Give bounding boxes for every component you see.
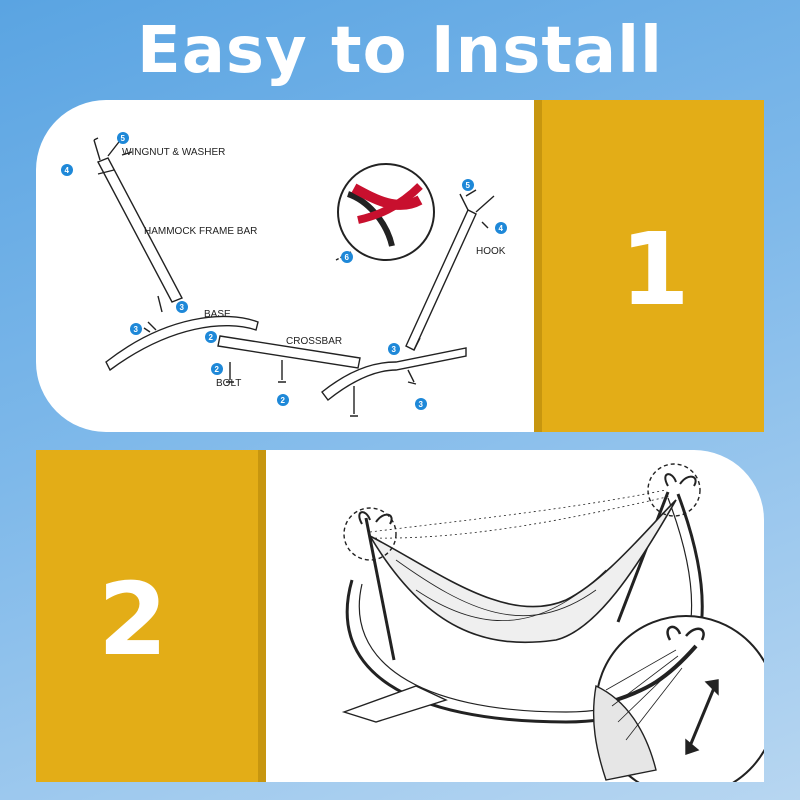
step-badge: 5 — [121, 134, 126, 143]
badge-circle — [462, 179, 474, 191]
frame-assembly-diagram: WINGNUT & WASHER HAMMOCK FRAME BAR BASE … — [61, 132, 507, 417]
step-badge: 4 — [499, 224, 504, 233]
step1-panel: WINGNUT & WASHER HAMMOCK FRAME BAR BASE … — [36, 100, 764, 432]
step-number-1: 1 — [620, 211, 690, 328]
badge-circle — [176, 301, 188, 313]
step-badge: 2 — [209, 333, 214, 342]
badge-circle — [415, 398, 427, 410]
step-badge: 4 — [65, 166, 70, 175]
badge-circle — [117, 132, 129, 144]
badge-circle — [495, 222, 507, 234]
step1-number-block: 1 — [534, 100, 764, 432]
label-base: BASE — [204, 309, 231, 320]
badge-circle — [130, 323, 142, 335]
badge-circle — [205, 331, 217, 343]
badge-circle — [388, 343, 400, 355]
step-badge: 2 — [215, 365, 220, 374]
label-hook: HOOK — [476, 246, 506, 257]
step-badge: 3 — [419, 400, 424, 409]
step-number-2: 2 — [98, 561, 168, 678]
step2-number-block: 2 — [36, 450, 266, 782]
label-frame-bar: HAMMOCK FRAME BAR — [144, 226, 257, 237]
label-bolt: BOLT — [216, 378, 241, 389]
label-wingnut: WINGNUT & WASHER — [122, 147, 225, 158]
step-badge: 3 — [180, 303, 185, 312]
step2-panel: 2 — [36, 450, 764, 782]
step-badge: 6 — [345, 253, 350, 262]
step-badge: 2 — [281, 396, 286, 405]
hammock-hanging-diagram — [341, 463, 764, 782]
step-badge: 3 — [392, 345, 397, 354]
step-badge: 3 — [134, 325, 139, 334]
page-title: Easy to Install — [137, 14, 663, 88]
badge-circle — [341, 251, 353, 263]
badge-circle — [211, 363, 223, 375]
badge-circle — [61, 164, 73, 176]
label-crossbar: CROSSBAR — [286, 336, 342, 347]
badge-circle — [277, 394, 289, 406]
step-badge: 5 — [466, 181, 471, 190]
